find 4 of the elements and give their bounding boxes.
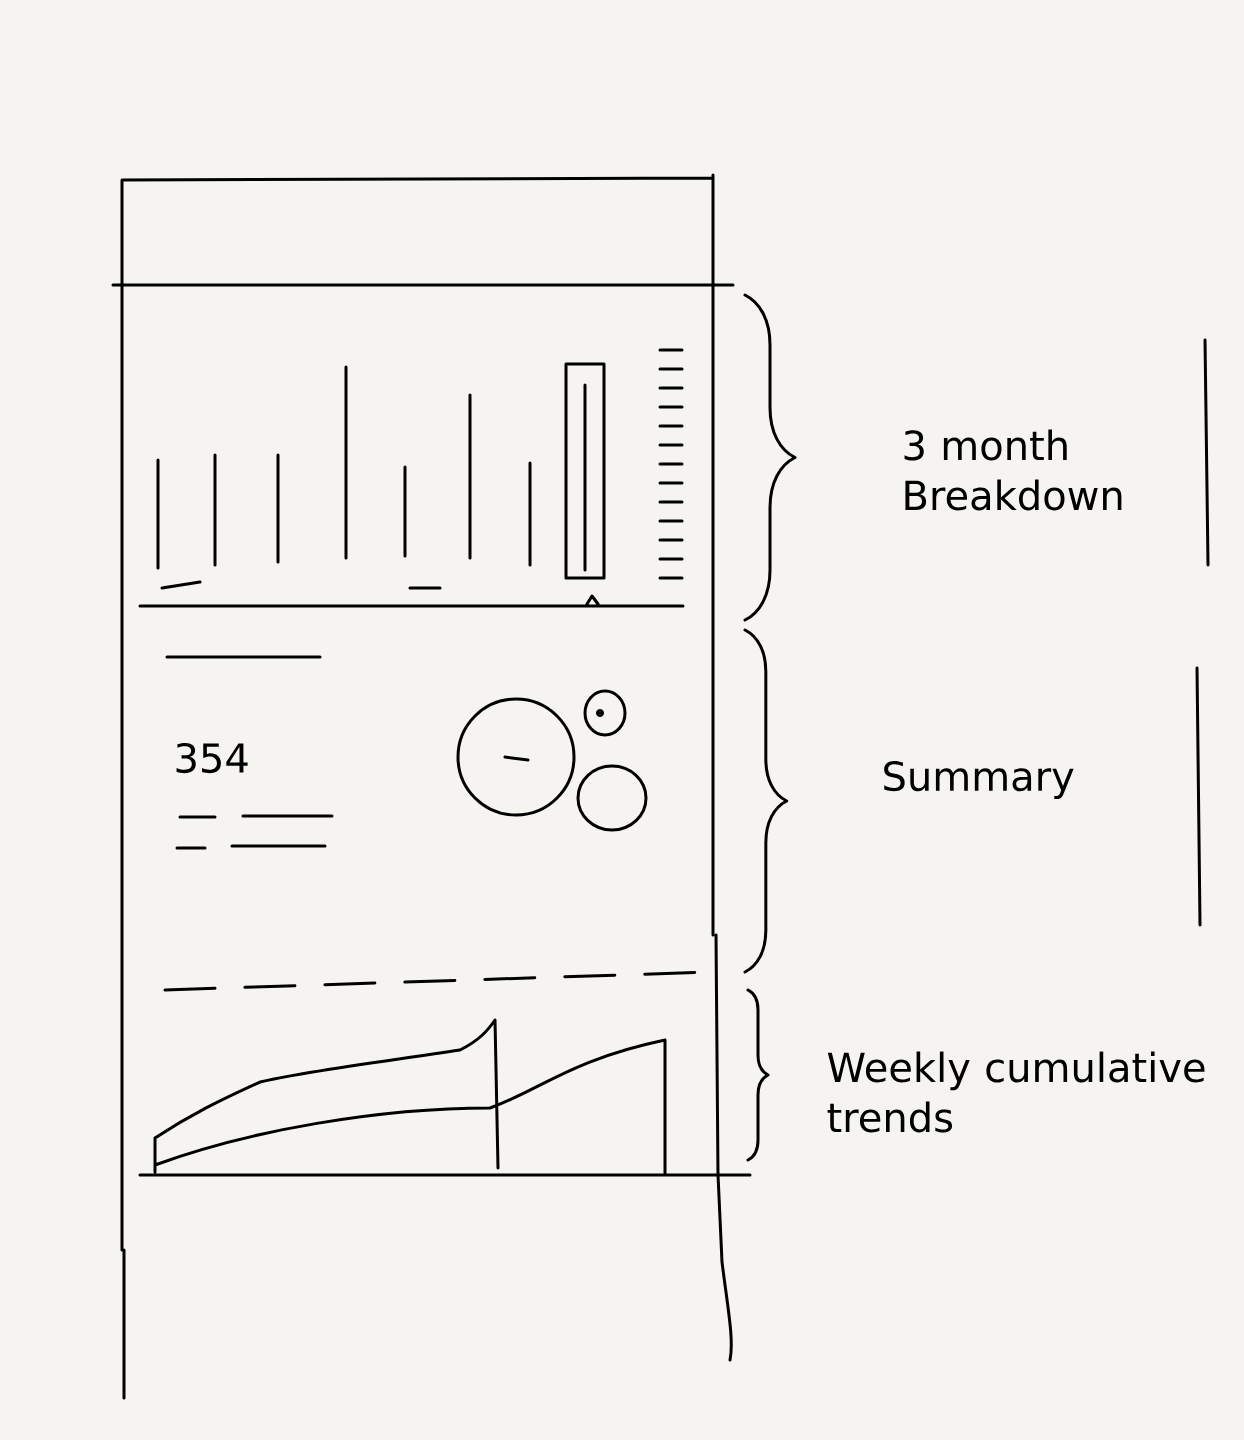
- big-number: 354: [176, 742, 248, 774]
- section-label: Summary: [884, 761, 1074, 799]
- section-label: 3 month Breakdown: [904, 429, 1122, 511]
- section-label: Weekly cumulative trends: [827, 1051, 1205, 1133]
